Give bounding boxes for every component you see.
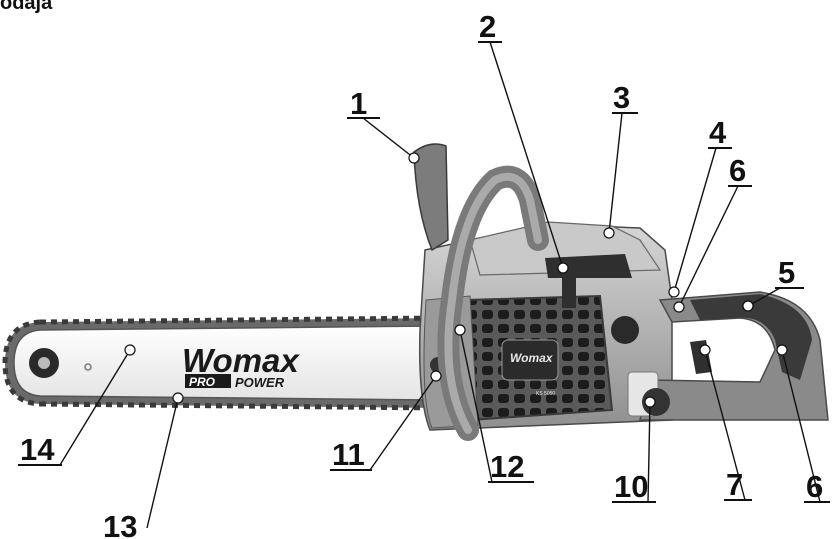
guide-bar [2, 315, 441, 411]
callout-2: 2 [478, 9, 569, 274]
logo-main-text: Womax [182, 342, 300, 379]
logo-power-text: POWER [235, 375, 285, 390]
callout-5: 5 [742, 255, 804, 312]
logo-pro-text: PRO [189, 375, 216, 389]
callout-number-5: 5 [778, 255, 795, 290]
callout-number-10: 10 [614, 469, 648, 504]
callout-13: 13 [103, 392, 184, 539]
womax-logo: Womax PRO POWER [182, 342, 300, 390]
callout-4: 4 [668, 115, 732, 298]
callout-1: 1 [347, 86, 420, 164]
hand-guard [413, 143, 449, 252]
callout-12: 12 [454, 324, 534, 484]
callout-number-11: 11 [332, 437, 365, 472]
callout-7: 7 [699, 344, 752, 502]
callout-11: 11 [330, 370, 442, 472]
choke-knob [611, 316, 639, 344]
callout-number-12: 12 [490, 449, 524, 484]
callout-9: 6 [673, 153, 752, 313]
rear-handle [611, 291, 829, 421]
logo-pro-box [185, 374, 231, 388]
callout-14: 14 [18, 344, 136, 467]
callout-number-3: 3 [613, 80, 630, 115]
callout-number-4: 4 [709, 115, 727, 150]
callout-number-2: 2 [479, 9, 496, 44]
callout-number-7: 7 [726, 467, 743, 502]
fuel-cap [642, 388, 670, 416]
callout-6: 6 [776, 344, 830, 504]
callout-10: 10 [612, 396, 656, 504]
callout-number-6: 6 [806, 469, 823, 504]
callout-3: 3 [603, 80, 638, 239]
header-fragment: odaja [0, 0, 53, 14]
throttle-lever [690, 340, 712, 374]
callout-number-14: 14 [20, 432, 55, 467]
callout-number-9: 6 [729, 153, 746, 188]
callout-number-1: 1 [350, 86, 367, 121]
callout-number-13: 13 [103, 509, 137, 539]
plate-logo-text: Womax [510, 351, 554, 365]
plate-model-text: KS 5050 [536, 391, 555, 397]
